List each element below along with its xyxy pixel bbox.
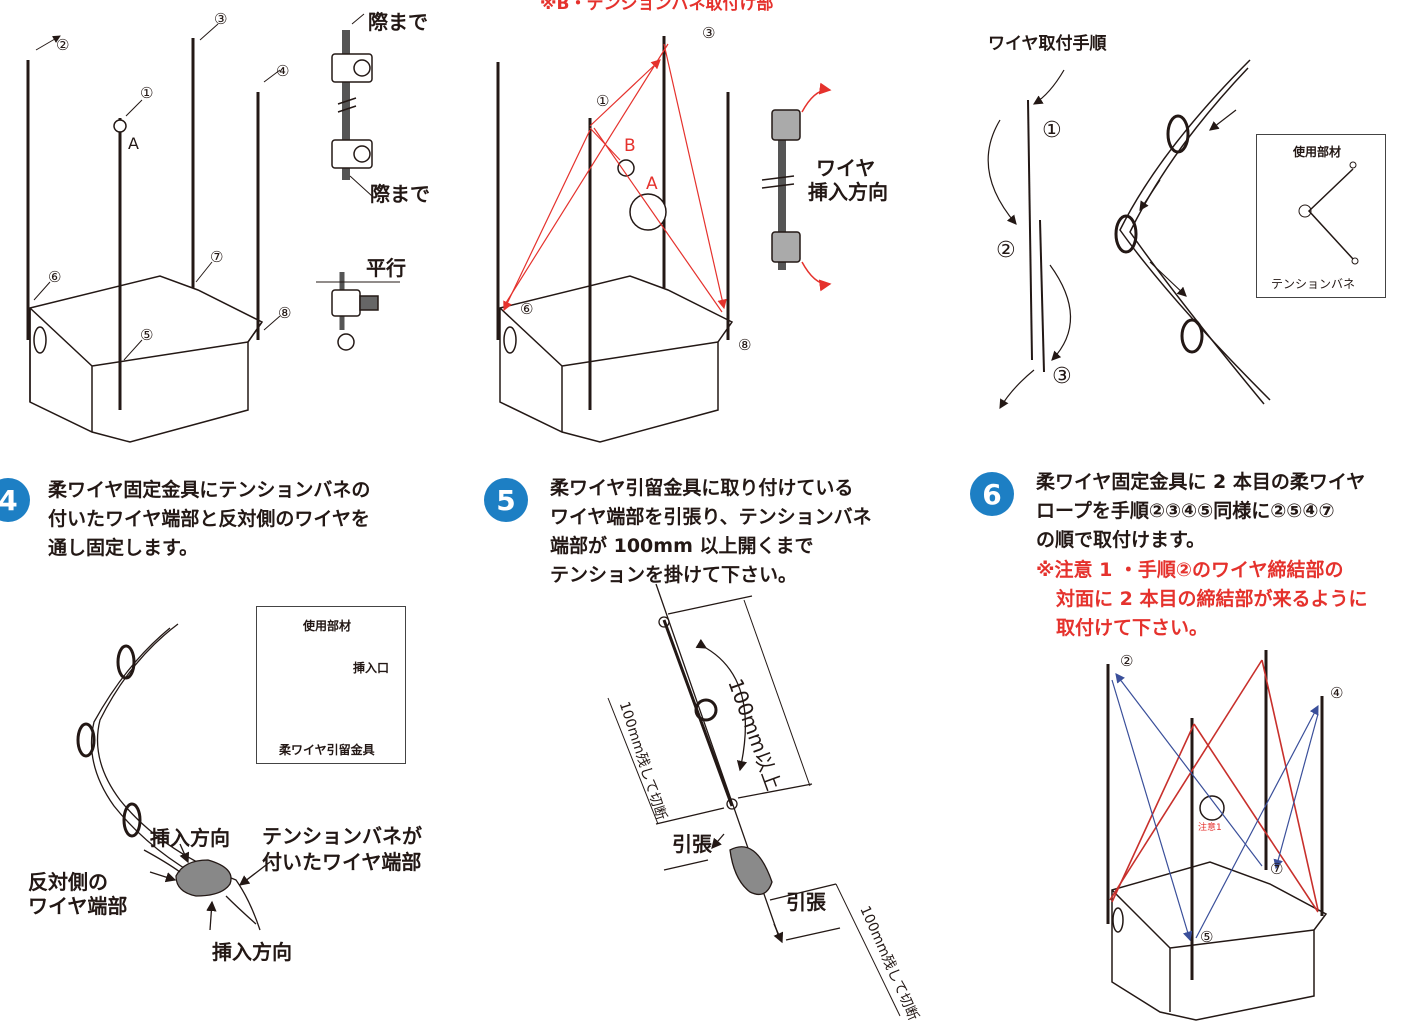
p3-mark-4: ④	[1330, 684, 1344, 702]
insert-dir-label-2: 挿入方向	[212, 940, 292, 964]
top-red-note: ※B・テンションバネ取付け部	[540, 0, 774, 14]
caution-label: 注意1	[1198, 823, 1222, 833]
pull-right-label: 引張	[786, 890, 826, 914]
p3-mark-2: ②	[1120, 652, 1134, 670]
step-5-text: 柔ワイヤ引留金具に取り付けている ワイヤ端部を引張り、テンションバネ 端部が 1…	[550, 474, 872, 590]
step-5-line-2: ワイヤ端部を引張り、テンションバネ	[550, 506, 872, 528]
step-4-text: 柔ワイヤ固定金具にテンションバネの 付いたワイヤ端部と反対側のワイヤを 通し固定…	[48, 476, 370, 563]
detail-label-top: 際まで	[368, 10, 428, 34]
step-6-note-line-2: 対面に 2 本目の締結部が来るように	[1056, 588, 1368, 610]
spring-shape	[1298, 161, 1359, 265]
step-4-line-2: 付いたワイヤ端部と反対側のワイヤを	[48, 508, 370, 530]
step-5-badge: 5	[484, 478, 528, 522]
tension-diagram	[607, 583, 901, 1017]
insert-detail	[761, 82, 832, 292]
p2-mark-6: ⑥	[520, 300, 534, 318]
insert-label-1: ワイヤ	[816, 156, 876, 180]
parts-box-spring: 使用部材 テンションバネ	[1256, 134, 1386, 298]
step-6-note-line-3: 取付けて下さい。	[1056, 617, 1209, 639]
step-6-text: 柔ワイヤ固定金具に 2 本目の柔ワイヤ ロープを手順②③④⑤同様に②⑤④⑦ の順…	[1036, 468, 1365, 555]
fitting-diagram-4	[76, 623, 271, 931]
p2-mark-b: B	[624, 136, 636, 156]
wire-step-2: ②	[996, 238, 1016, 263]
wire-route-red	[503, 43, 727, 313]
step-6-line-1: 柔ワイヤ固定金具に 2 本目の柔ワイヤ	[1036, 471, 1366, 493]
step-5-line-4: テンションを掛けて下さい。	[550, 564, 798, 586]
mark-2: ②	[56, 36, 70, 54]
mark-1: ①	[140, 84, 154, 102]
insert-dir-label-1: 挿入方向	[150, 826, 230, 850]
wire-route-blue	[1111, 673, 1319, 942]
p2-mark-a: A	[646, 174, 658, 194]
step-6-line-3: の順で取付けます。	[1036, 529, 1206, 551]
wire-step-1: ①	[1042, 118, 1062, 143]
step-4-line-3: 通し固定します。	[48, 537, 199, 559]
step-4-badge: 4	[0, 478, 30, 522]
parts-box-spring-title: 使用部材	[1293, 145, 1342, 159]
step-6-badge: 6	[970, 472, 1014, 516]
p2-mark-8: ⑧	[738, 336, 752, 354]
detail-label-parallel: 平行	[366, 256, 406, 280]
step-5-line-3: 端部が 100mm 以上開くまで	[550, 535, 814, 557]
opposite-label-1: 反対側の	[28, 870, 108, 894]
parts-box-fitting: 使用部材 挿入口 柔ワイヤ引留金具	[256, 606, 406, 764]
mark-6: ⑥	[48, 268, 62, 286]
mark-3: ③	[214, 10, 228, 28]
frame-diagram-1	[26, 23, 281, 443]
mark-5: ⑤	[140, 326, 154, 344]
mark-4: ④	[276, 62, 290, 80]
spring-end-label-2: 付いたワイヤ端部	[262, 850, 422, 874]
frame-diagram-2	[496, 36, 734, 443]
step-5-line-1: 柔ワイヤ引留金具に取り付けている	[550, 477, 854, 499]
detail-label-bottom: 際まで	[370, 182, 430, 206]
step-4-line-1: 柔ワイヤ固定金具にテンションバネの	[48, 479, 371, 501]
p3-mark-5: ⑤	[1200, 928, 1214, 946]
parts-box-fitting-inlet: 挿入口	[353, 661, 390, 675]
step-6-line-2: ロープを手順②③④⑤同様に②⑤④⑦	[1036, 500, 1335, 522]
p2-mark-1: ①	[596, 92, 610, 110]
mark-7: ⑦	[210, 248, 224, 266]
wire-steps-title: ワイヤ取付手順	[988, 34, 1107, 54]
parts-box-fitting-title: 使用部材	[303, 619, 352, 633]
wire-step-3: ③	[1052, 364, 1072, 389]
parts-box-spring-caption: テンションバネ	[1271, 277, 1356, 291]
opposite-label-2: ワイヤ端部	[28, 894, 128, 918]
p2-mark-3: ③	[702, 24, 716, 42]
wire-route-red-2	[1109, 659, 1319, 913]
step-6-note: ※注意 1 ・手順②のワイヤ締結部の 対面に 2 本目の締結部が来るように 取付…	[1036, 556, 1367, 643]
clamp-detail	[316, 13, 400, 351]
mark-a: A	[128, 134, 139, 153]
mark-8: ⑧	[278, 304, 292, 322]
insert-label-2: 挿入方向	[808, 180, 888, 204]
parts-box-fitting-caption: 柔ワイヤ引留金具	[279, 743, 375, 757]
wire-steps-diagram	[987, 59, 1271, 410]
spring-end-label-1: テンションバネが	[262, 824, 422, 848]
pull-left-label: 引張	[672, 832, 712, 856]
step-6-note-line-1: ※注意 1 ・手順②のワイヤ締結部の	[1036, 559, 1344, 581]
p3-mark-7: ⑦	[1270, 860, 1284, 878]
